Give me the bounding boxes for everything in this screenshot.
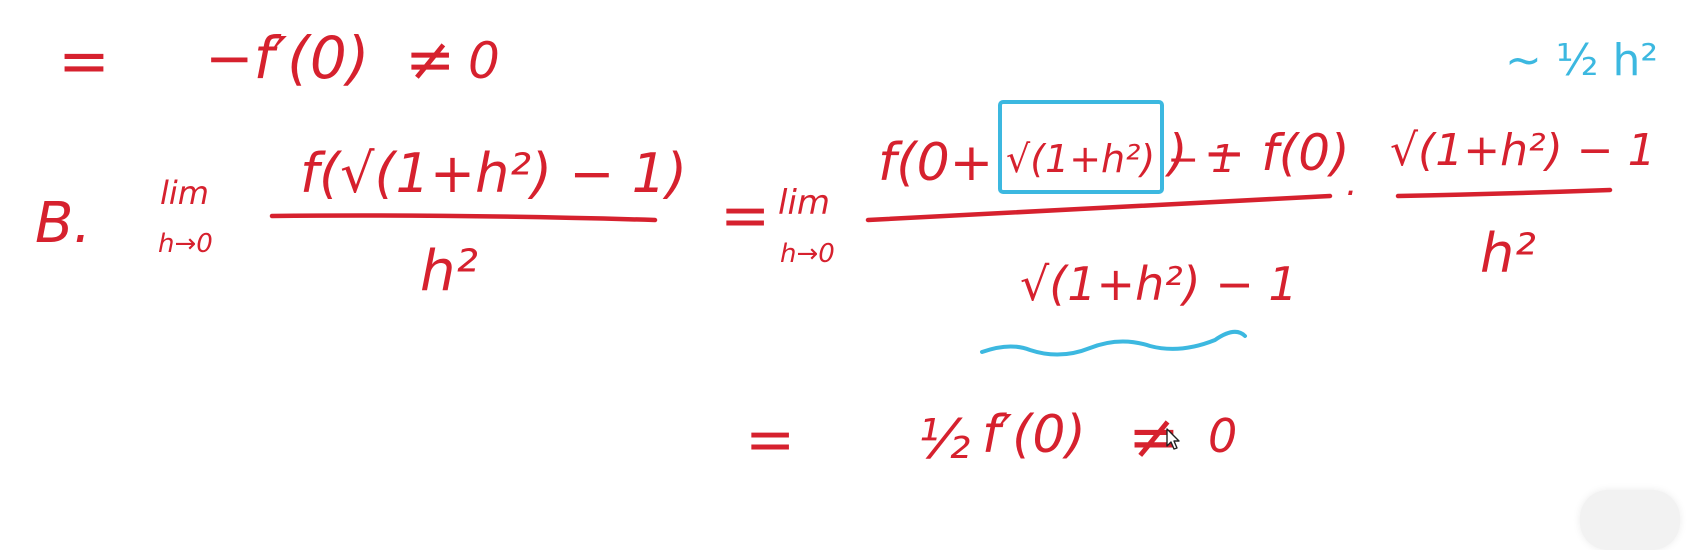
num2-term: √(1+h²) − 1 — [1390, 125, 1656, 176]
part-b-left: B. lim h→0 f(√(1+h²) − 1) h² — [35, 142, 687, 304]
rhs-equals: = — [720, 181, 770, 251]
lhs-denominator: h² — [420, 239, 478, 304]
multiply-dot: · — [1344, 173, 1355, 214]
highlight-box — [998, 100, 1164, 194]
lhs-fraction-bar — [269, 213, 658, 223]
limit-subscript-left: h→0 — [158, 229, 213, 259]
handwritten-whiteboard: = −f′(0) ≠ 0 B. lim h→0 f(√(1+h²) − 1) h… — [35, 24, 1658, 475]
equivalence-note: ~ ½ h² — [1505, 35, 1658, 86]
result-expression: f′(0) — [982, 405, 1086, 465]
line-a: = −f′(0) ≠ 0 — [58, 24, 500, 97]
line-a-equals: = — [58, 24, 110, 97]
line-a-not-equal: ≠ — [405, 25, 455, 95]
wavy-underline — [980, 329, 1247, 357]
line-a-zero: 0 — [468, 32, 500, 90]
num1-boxed-term: √(1+h²) − 1 — [1006, 137, 1235, 181]
lhs-numerator: f(√(1+h²) − 1) — [300, 142, 687, 205]
limit-word-left: lim — [160, 174, 209, 212]
result-zero: 0 — [1208, 409, 1237, 463]
part-b-right: = lim h→0 f(0+ √(1+h²) − 1 ) − f(0) √(1+… — [720, 35, 1658, 475]
limit-word-right: lim — [778, 183, 830, 223]
mouse-pointer-icon — [1166, 428, 1180, 450]
first-fraction-bar — [865, 193, 1333, 223]
second-fraction-bar — [1395, 187, 1613, 199]
den2-term: h² — [1480, 222, 1536, 285]
part-b-label: B. — [35, 191, 91, 256]
result-equals: = — [745, 405, 795, 475]
den1-term: √(1+h²) − 1 — [1020, 257, 1298, 311]
limit-subscript-right: h→0 — [780, 239, 835, 269]
line-a-expression: −f′(0) — [205, 24, 369, 92]
corner-overlay-widget[interactable] — [1580, 490, 1680, 550]
num1-function-start: f(0+ — [878, 133, 993, 193]
result-half: ½ — [918, 408, 970, 471]
num1-tail: ) − f(0) — [1164, 124, 1350, 182]
